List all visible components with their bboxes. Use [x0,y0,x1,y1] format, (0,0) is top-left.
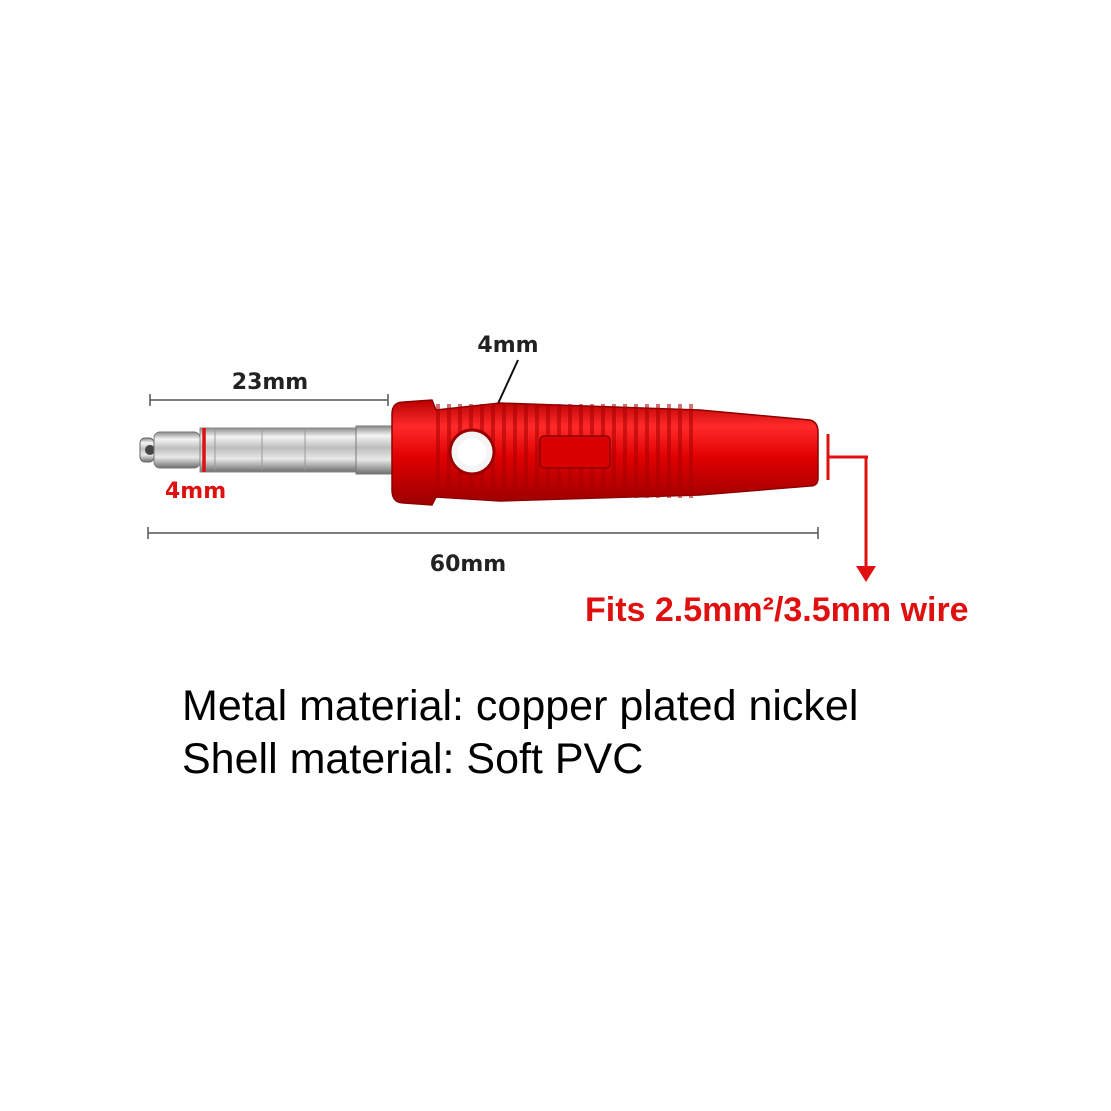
hole-diameter-label: 4mm [477,333,538,358]
material-specs: Metal material: copper plated nickel She… [182,680,1062,786]
total-length-label: 60mm [430,552,506,577]
pin-length-dimension: 23mm [149,370,389,406]
wire-fit-note: Fits 2.5mm²/3.5mm wire [585,591,969,629]
metal-material: Metal material: copper plated nickel [182,682,859,730]
metal-pin [139,425,393,475]
pin-length-label: 23mm [232,370,308,395]
shell-material: Shell material: Soft PVC [182,735,644,783]
total-length-dimension: 60mm [147,527,819,577]
hole-diameter-dimension: 4mm [474,333,539,452]
red-shell [391,399,819,506]
pin-diameter-label: 4mm [165,479,226,504]
wire-entry-arrow [826,434,876,582]
